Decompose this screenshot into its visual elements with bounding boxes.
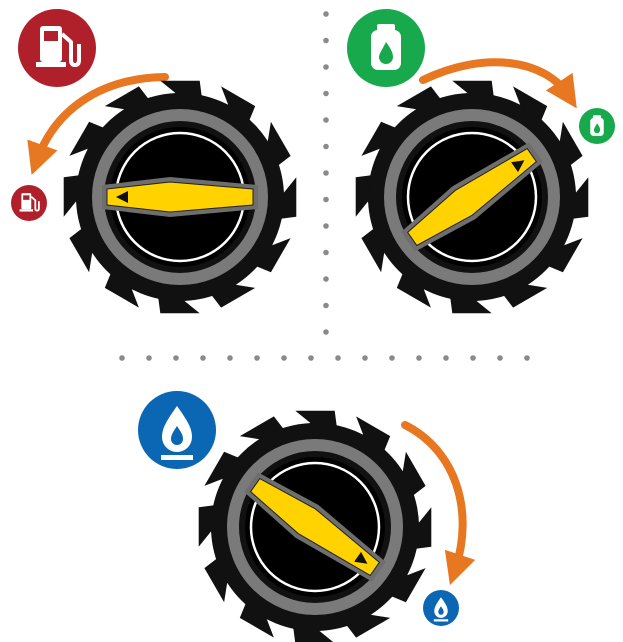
knob-ring (92, 109, 268, 285)
divider-dot (323, 143, 329, 150)
natural-gas-badge-large (138, 391, 216, 469)
divider-dot (323, 117, 329, 123)
propane-panel (347, 9, 615, 314)
divider-dot (335, 355, 341, 361)
gasoline-badge-large (18, 9, 96, 87)
knob-lever[interactable] (397, 136, 548, 258)
divider-dot (200, 355, 206, 361)
propane-knob[interactable] (355, 80, 589, 314)
divider-dot (323, 170, 329, 176)
divider-dot (323, 37, 329, 44)
divider-dot (119, 355, 125, 361)
knob-ring (227, 439, 403, 615)
divider-dot (416, 355, 422, 361)
divider-dot (323, 64, 329, 70)
natural-gas-panel (138, 391, 476, 642)
divider-dot (254, 355, 260, 361)
knob-inner-ring (249, 461, 381, 593)
divider-dot (323, 196, 329, 203)
knob-inner-ring (406, 131, 538, 263)
divider-dot (323, 90, 329, 97)
divider-dot (146, 355, 152, 361)
divider-dot (227, 355, 233, 361)
lever-pointer (354, 551, 368, 564)
divider-dot (470, 355, 476, 361)
divider-dot (323, 11, 329, 17)
divider-dot (323, 276, 329, 282)
gasoline-knob[interactable] (63, 80, 297, 314)
vertical-divider (323, 11, 329, 335)
knob-ring (384, 109, 560, 285)
divider-dot (362, 355, 368, 361)
turn-counterclockwise-arrow (27, 73, 169, 176)
divider-dot (323, 302, 329, 309)
divider-dot (323, 249, 329, 256)
divider-dot (323, 329, 329, 335)
divider-dot (524, 355, 530, 361)
gasoline-badge-small (11, 185, 47, 221)
natural-gas-badge-small (423, 590, 459, 626)
propane-badge-large (347, 9, 425, 87)
gasoline-panel (11, 9, 297, 314)
fuel-pump-icon (36, 26, 81, 67)
propane-tank-icon (371, 24, 401, 70)
divider-dot (443, 355, 449, 361)
knob-lever[interactable] (102, 177, 258, 217)
propane-badge-small (579, 108, 615, 144)
divider-dot (173, 355, 179, 361)
divider-dot (389, 355, 395, 361)
horizontal-divider (119, 355, 530, 361)
lever-pointer (511, 160, 525, 173)
gas-flame-icon (161, 406, 193, 460)
turn-clockwise-arrow (419, 58, 577, 109)
divider-dot (281, 355, 287, 361)
lever-pointer (116, 191, 128, 203)
turn-clockwise-arrow (401, 421, 476, 586)
natural-gas-knob[interactable] (198, 410, 432, 642)
knob-lever[interactable] (240, 466, 391, 588)
divider-dot (323, 223, 329, 229)
divider-dot (497, 355, 503, 361)
divider-dot (308, 355, 314, 361)
